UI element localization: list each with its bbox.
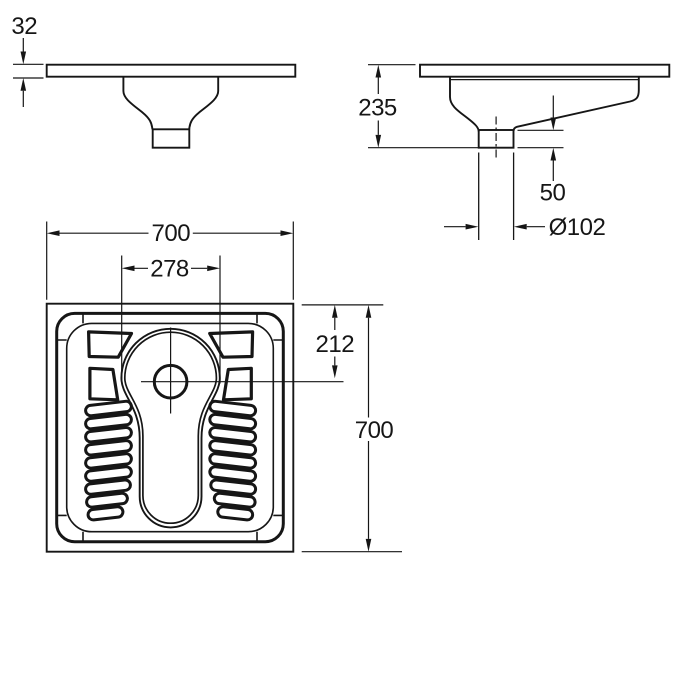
- arrowhead-left-icon: [46, 230, 60, 236]
- dim-label-outlet-diameter: Ø102: [549, 214, 606, 241]
- extension-lines: [46, 221, 294, 300]
- extension-lines: [121, 255, 221, 384]
- arrowhead-up-icon: [365, 304, 372, 318]
- pan-raised-platform-edge: [55, 311, 285, 544]
- arrowhead-down-icon: [332, 365, 338, 379]
- arrowhead-down-icon: [20, 51, 27, 65]
- footpad-right-second: [221, 366, 253, 402]
- drain-centerlines: [141, 327, 344, 414]
- dim-label-outlet-center-offset: 212: [316, 331, 355, 358]
- arrowhead-down-icon: [365, 538, 372, 552]
- arrowhead-up-icon: [20, 78, 27, 91]
- dimension-overall-depth: 235: [358, 64, 479, 149]
- arrowhead-down-icon: [375, 134, 382, 148]
- dimension-spigot-length: 50: [517, 95, 566, 207]
- dim-label-overall-width: 700: [152, 220, 191, 247]
- funnel-left-wall: [122, 76, 154, 130]
- tread-ribs-right: [208, 399, 258, 522]
- footpad-left-top: [86, 330, 134, 359]
- arrowhead-left-icon: [121, 265, 135, 272]
- corner-press-ticks: [56, 313, 284, 542]
- dimension-rim-thickness: 32: [11, 13, 44, 107]
- pan-platform-inner-line: [65, 322, 275, 533]
- dim-label-rim-thickness: 32: [11, 13, 37, 40]
- rim-plate-side: [419, 63, 671, 78]
- bowl-front-wall: [449, 76, 480, 132]
- dim-label-bowl-cutout-width: 278: [150, 256, 189, 283]
- dim-label-spigot-length: 50: [540, 180, 566, 207]
- dimension-outlet-center-offset: 212: [301, 304, 384, 379]
- arrowhead-down-icon: [550, 117, 557, 131]
- bowl-outer-outline: [120, 327, 221, 529]
- dim-label-overall-depth: 235: [358, 95, 397, 122]
- tread-ribs-left: [84, 399, 133, 522]
- arrowhead-up-icon: [375, 64, 382, 78]
- bowl-sloped-base: [512, 76, 640, 132]
- bowl-inner-outline: [123, 331, 218, 525]
- arrowhead-up-icon: [550, 147, 557, 161]
- side-elevation-view: 235 50 Ø102: [358, 63, 671, 241]
- arrowhead-right-icon: [207, 265, 220, 272]
- footpad-right-top: [208, 330, 255, 359]
- rim-plate-front: [45, 63, 297, 78]
- outlet-extension-lines: [478, 152, 515, 240]
- arrowhead-up-icon: [332, 304, 338, 318]
- dimension-outlet-diameter: Ø102: [444, 214, 606, 241]
- dimension-bowl-cutout-width: 278: [121, 255, 221, 384]
- extension-lines: [517, 129, 564, 149]
- extension-lines: [368, 64, 479, 149]
- arrowhead-right-icon: [465, 223, 479, 230]
- dimension-overall-width: 700: [46, 220, 294, 300]
- dimension-overall-length: 700: [301, 304, 402, 553]
- arrowhead-right-icon: [280, 230, 294, 236]
- plan-view: 700 278 212 700: [45, 220, 402, 553]
- dim-label-overall-length: 700: [355, 417, 394, 444]
- funnel-right-wall: [188, 76, 220, 130]
- footpad-left-second: [88, 366, 120, 402]
- outlet-spigot-front: [151, 128, 191, 149]
- arrowhead-left-icon: [513, 223, 527, 230]
- extension-lines: [13, 63, 44, 79]
- front-elevation-view: 32: [11, 13, 297, 149]
- pan-outer-edge: [45, 302, 295, 553]
